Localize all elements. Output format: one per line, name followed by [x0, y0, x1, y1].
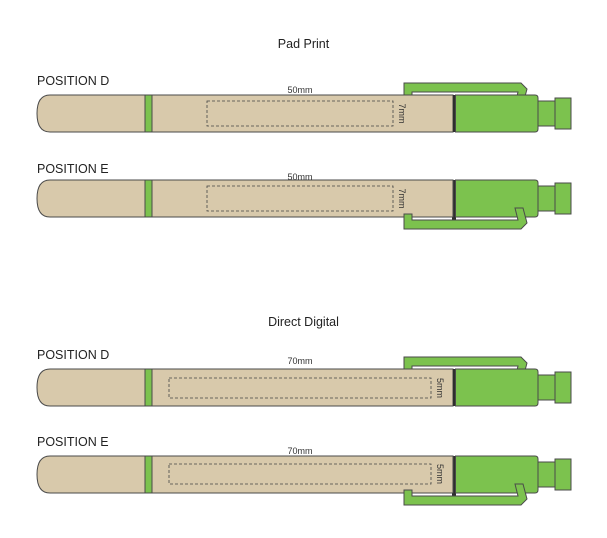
pen-grip	[455, 368, 539, 407]
height-dimension: 7mm	[397, 189, 407, 209]
print-area	[206, 185, 394, 212]
height-dimension: 5mm	[435, 464, 445, 484]
section-title-pad-print: Pad Print	[277, 37, 330, 51]
section-title-direct-digital: Direct Digital	[268, 315, 339, 329]
pen-plunger	[554, 458, 572, 491]
pen-band	[452, 180, 456, 224]
pen-pad-print-position-e: 50mm 7mm	[36, 172, 572, 230]
pen-ring	[144, 94, 153, 133]
pen-grip	[455, 94, 539, 133]
pen-ring	[144, 179, 153, 218]
pen-grip	[455, 179, 539, 218]
position-label-digital-e: POSITION E	[37, 435, 109, 449]
height-dimension: 7mm	[397, 104, 407, 124]
position-label-pad-d: POSITION D	[37, 74, 110, 88]
pen-tip	[537, 374, 556, 401]
pen-tip	[537, 100, 556, 127]
width-dimension: 70mm	[287, 356, 312, 366]
pen-ring	[144, 368, 153, 407]
width-dimension: 70mm	[287, 446, 312, 456]
pen-grip	[455, 455, 539, 494]
pen-plunger	[554, 182, 572, 215]
pen-clip	[403, 483, 528, 506]
pen-band	[453, 369, 456, 406]
print-area	[206, 100, 394, 127]
pen-band	[452, 456, 456, 500]
pen-cap	[36, 455, 146, 494]
pen-tip	[537, 185, 556, 212]
pen-direct-digital-position-d: 70mm 5mm	[36, 356, 572, 407]
pen-plunger	[554, 371, 572, 404]
pen-band	[453, 95, 456, 132]
pen-cap	[36, 179, 146, 218]
pen-ring	[144, 455, 153, 494]
width-dimension: 50mm	[287, 172, 312, 182]
pen-plunger	[554, 97, 572, 130]
height-dimension: 5mm	[435, 378, 445, 398]
pen-tip	[537, 461, 556, 488]
width-dimension: 50mm	[287, 85, 312, 95]
pen-barrel	[151, 455, 454, 494]
pen-cap	[36, 94, 146, 133]
print-area	[168, 463, 432, 485]
print-area	[168, 377, 432, 399]
position-label-pad-e: POSITION E	[37, 162, 109, 176]
pen-pad-print-position-d: 50mm 7mm	[36, 82, 572, 133]
pen-clip	[403, 207, 528, 230]
position-label-digital-d: POSITION D	[37, 348, 110, 362]
pen-direct-digital-position-e: 70mm 5mm	[36, 446, 572, 506]
pen-barrel	[151, 368, 454, 407]
pen-cap	[36, 368, 146, 407]
